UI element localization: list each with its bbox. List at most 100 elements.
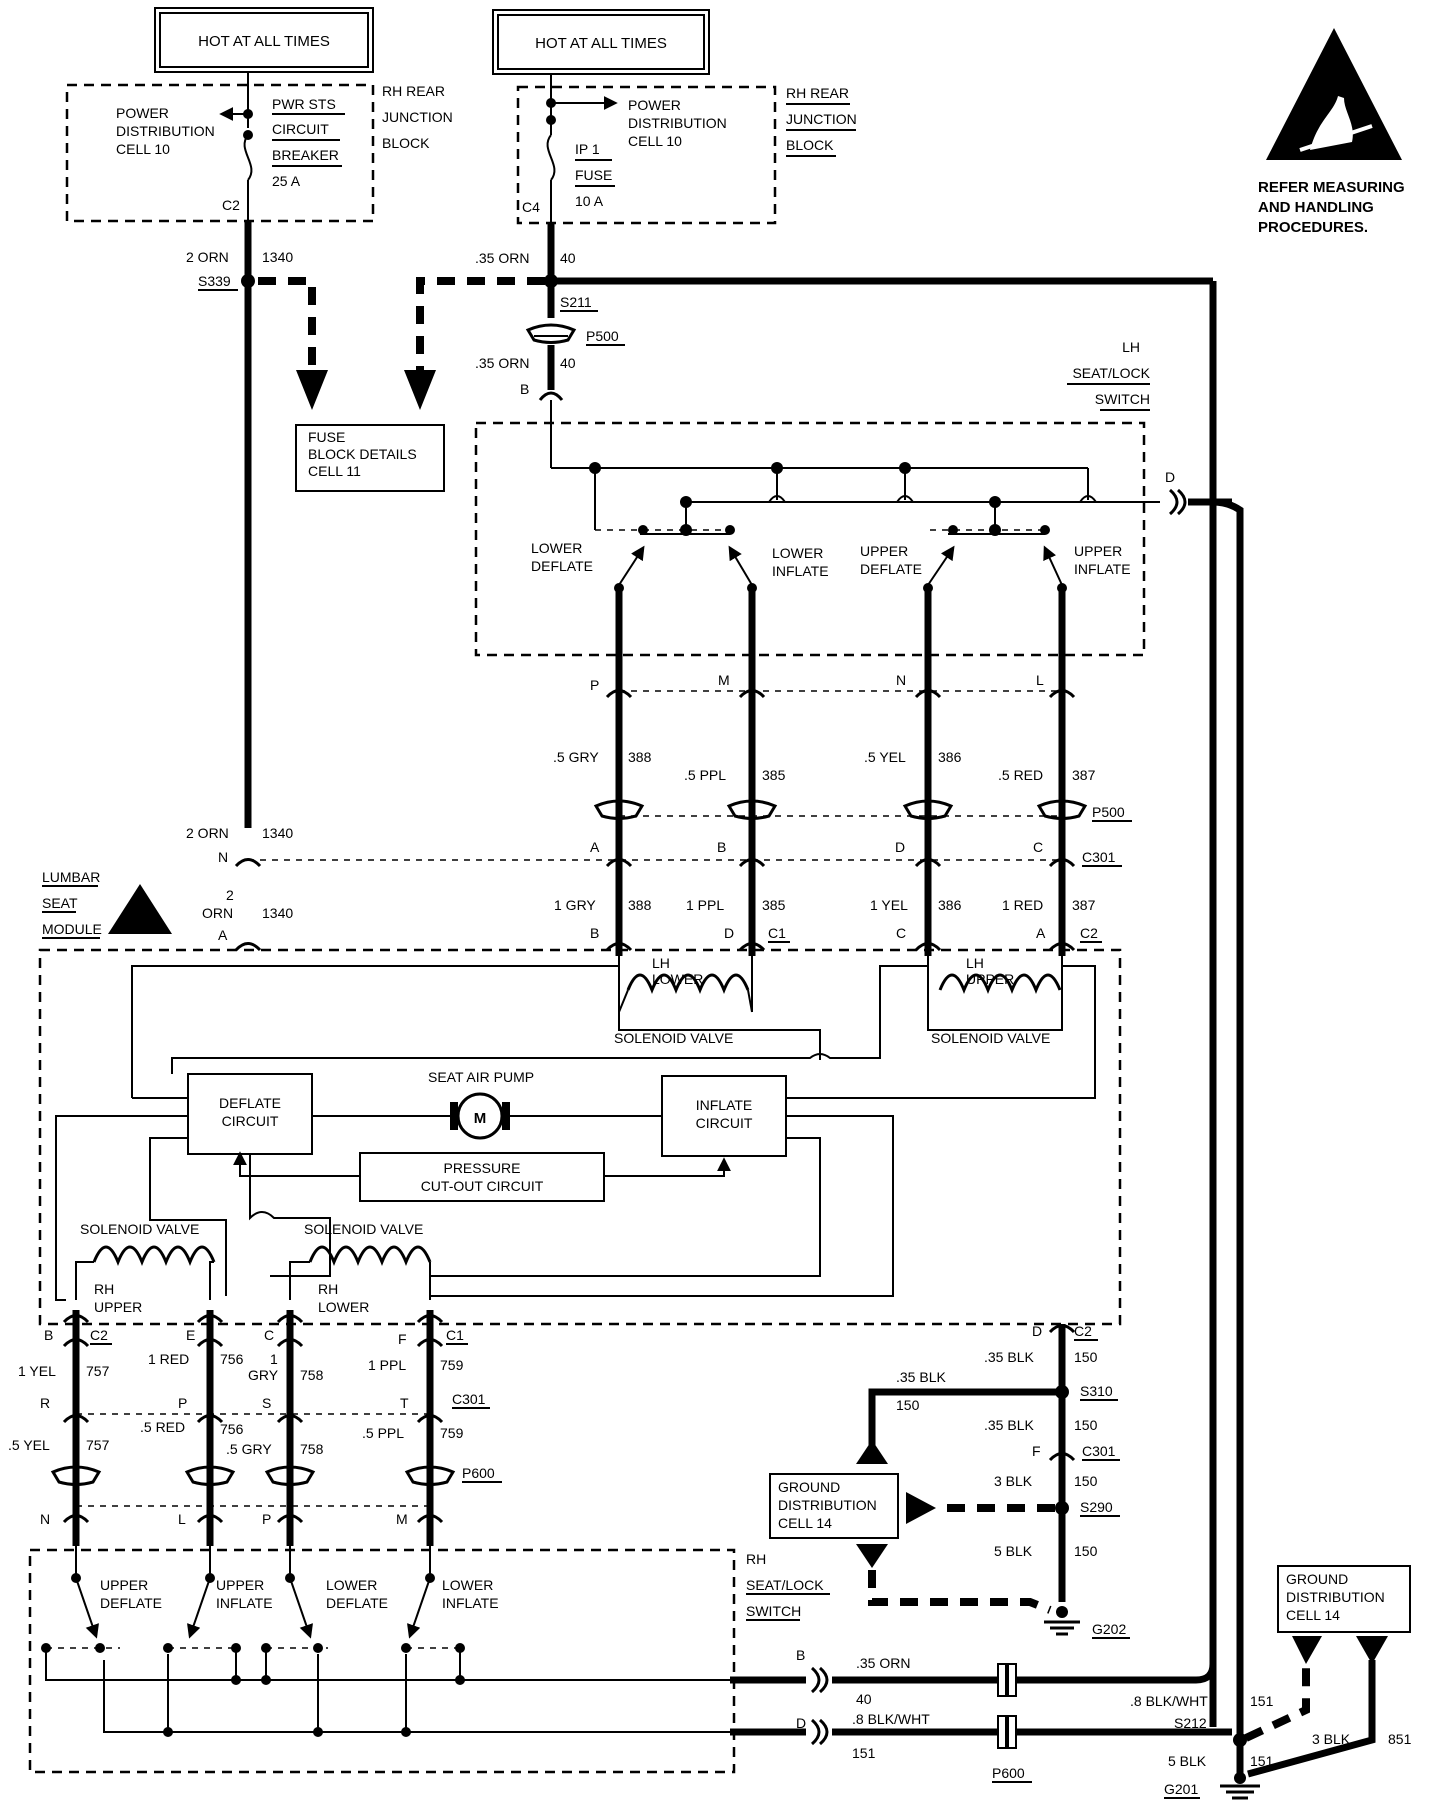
svg-text:756: 756 xyxy=(220,1421,244,1437)
svg-text:CELL 14: CELL 14 xyxy=(778,1515,832,1531)
svg-text:1 PPL: 1 PPL xyxy=(368,1357,406,1373)
svg-text:SOLENOID VALVE: SOLENOID VALVE xyxy=(931,1030,1050,1046)
svg-text:.5 GRY: .5 GRY xyxy=(553,749,599,765)
svg-text:.35 ORN: .35 ORN xyxy=(475,355,529,371)
esd-icon xyxy=(108,884,172,934)
svg-text:CELL 14: CELL 14 xyxy=(1286,1607,1340,1623)
svg-text:151: 151 xyxy=(852,1745,876,1761)
svg-text:UPPER: UPPER xyxy=(860,543,908,559)
svg-text:1: 1 xyxy=(270,1351,278,1367)
arrow-down-icon xyxy=(1356,1636,1388,1664)
svg-text:DISTRIBUTION: DISTRIBUTION xyxy=(1286,1589,1385,1605)
svg-text:S: S xyxy=(262,1395,271,1411)
svg-text:LOWER: LOWER xyxy=(531,540,582,556)
svg-text:C2: C2 xyxy=(1074,1323,1092,1339)
svg-text:CIRCUIT: CIRCUIT xyxy=(696,1115,753,1131)
svg-text:G202: G202 xyxy=(1092,1621,1126,1637)
svg-text:LH: LH xyxy=(1122,339,1140,355)
lh-seat-lock-switch: LH SEAT/LOCK SWITCH xyxy=(474,339,1232,657)
svg-text:DISTRIBUTION: DISTRIBUTION xyxy=(116,123,215,139)
svg-text:.5 YEL: .5 YEL xyxy=(864,749,906,765)
svg-text:BLOCK DETAILS: BLOCK DETAILS xyxy=(308,446,417,462)
svg-text:E: E xyxy=(186,1327,195,1343)
svg-text:40: 40 xyxy=(560,250,576,266)
wire-1340-lower: 2 ORN 1340 N 2 ORN 1340 A xyxy=(186,825,293,952)
svg-text:C1: C1 xyxy=(446,1327,464,1343)
svg-text:.5 GRY: .5 GRY xyxy=(226,1441,272,1457)
svg-text:RH REAR: RH REAR xyxy=(786,85,849,101)
svg-text:385: 385 xyxy=(762,897,786,913)
svg-text:1 PPL: 1 PPL xyxy=(686,897,724,913)
wire-40: .35 ORN 40 S211 xyxy=(404,224,1217,1727)
svg-text:1 RED: 1 RED xyxy=(148,1351,189,1367)
fuse-block-details: FUSE BLOCK DETAILS CELL 11 xyxy=(295,424,445,492)
svg-text:SWITCH: SWITCH xyxy=(1095,391,1150,407)
svg-text:757: 757 xyxy=(86,1363,110,1379)
svg-text:FUSE: FUSE xyxy=(575,167,612,183)
svg-text:UPPER: UPPER xyxy=(94,1299,142,1315)
svg-text:151: 151 xyxy=(1250,1693,1274,1709)
svg-text:INFLATE: INFLATE xyxy=(696,1097,753,1113)
svg-text:C: C xyxy=(1033,839,1043,855)
svg-text:P500: P500 xyxy=(586,328,619,344)
svg-text:387: 387 xyxy=(1072,767,1096,783)
svg-text:.35 ORN: .35 ORN xyxy=(856,1655,910,1671)
ground-distribution-box-b: GROUND DISTRIBUTION CELL 14 xyxy=(1277,1565,1411,1664)
svg-text:SOLENOID VALVE: SOLENOID VALVE xyxy=(304,1221,423,1237)
svg-text:B: B xyxy=(796,1647,805,1663)
svg-text:N: N xyxy=(218,849,228,865)
svg-text:IP 1: IP 1 xyxy=(575,141,600,157)
svg-text:3 BLK: 3 BLK xyxy=(1312,1731,1351,1747)
svg-text:T: T xyxy=(400,1395,409,1411)
svg-text:N: N xyxy=(40,1511,50,1527)
svg-text:C4: C4 xyxy=(522,199,540,215)
svg-text:DEFLATE: DEFLATE xyxy=(860,561,922,577)
svg-text:DISTRIBUTION: DISTRIBUTION xyxy=(628,115,727,131)
svg-text:S211: S211 xyxy=(560,294,592,310)
svg-text:.8 BLK/WHT: .8 BLK/WHT xyxy=(1130,1693,1208,1709)
svg-text:RH: RH xyxy=(746,1551,766,1567)
svg-text:758: 758 xyxy=(300,1441,324,1457)
svg-text:DEFLATE: DEFLATE xyxy=(100,1595,162,1611)
rh-harness: B C2 E C F C1 1 YEL 757 1 RED 756 1 GRY … xyxy=(8,1310,502,1546)
svg-text:1 YEL: 1 YEL xyxy=(870,897,908,913)
svg-text:SEAT/LOCK: SEAT/LOCK xyxy=(746,1577,824,1593)
svg-text:S212: S212 xyxy=(1174,1715,1207,1731)
svg-text:BREAKER: BREAKER xyxy=(272,147,339,163)
svg-text:759: 759 xyxy=(440,1357,464,1373)
svg-text:C301: C301 xyxy=(1082,849,1116,865)
svg-text:ORN: ORN xyxy=(202,905,233,921)
svg-text:G201: G201 xyxy=(1164,1781,1198,1797)
svg-text:PROCEDURES.: PROCEDURES. xyxy=(1258,219,1368,236)
ground-distribution-box-a: GROUND DISTRIBUTION CELL 14 xyxy=(769,1473,899,1539)
svg-text:LOWER: LOWER xyxy=(442,1577,493,1593)
svg-text:CUT-OUT CIRCUIT: CUT-OUT CIRCUIT xyxy=(421,1178,544,1194)
svg-text:40: 40 xyxy=(856,1691,872,1707)
svg-text:756: 756 xyxy=(220,1351,244,1367)
svg-text:757: 757 xyxy=(86,1437,110,1453)
svg-text:150: 150 xyxy=(1074,1473,1098,1489)
svg-text:S290: S290 xyxy=(1080,1499,1113,1515)
svg-text:1 GRY: 1 GRY xyxy=(554,897,596,913)
svg-text:L: L xyxy=(1036,672,1044,688)
svg-text:BLOCK: BLOCK xyxy=(786,137,834,153)
svg-text:CELL 10: CELL 10 xyxy=(116,141,170,157)
svg-text:1340: 1340 xyxy=(262,825,293,841)
svg-text:CIRCUIT: CIRCUIT xyxy=(222,1113,279,1129)
svg-text:40: 40 xyxy=(560,355,576,371)
svg-text:INFLATE: INFLATE xyxy=(442,1595,499,1611)
svg-text:FUSE: FUSE xyxy=(308,429,345,445)
svg-text:HOT AT ALL TIMES: HOT AT ALL TIMES xyxy=(535,35,667,52)
rh-seat-lock-switch: RH SEAT/LOCK SWITCH UPPER DEFLATE UPPER … xyxy=(28,1546,830,1774)
svg-text:D: D xyxy=(895,839,905,855)
svg-text:LH: LH xyxy=(966,955,984,971)
wire-151 xyxy=(1192,498,1244,1745)
svg-text:DEFLATE: DEFLATE xyxy=(326,1595,388,1611)
svg-text:M: M xyxy=(718,672,730,688)
svg-text:JUNCTION: JUNCTION xyxy=(786,111,857,127)
svg-text:B: B xyxy=(717,839,726,855)
svg-text:1 RED: 1 RED xyxy=(1002,897,1043,913)
svg-text:A: A xyxy=(218,927,228,943)
svg-text:LUMBAR: LUMBAR xyxy=(42,869,100,885)
